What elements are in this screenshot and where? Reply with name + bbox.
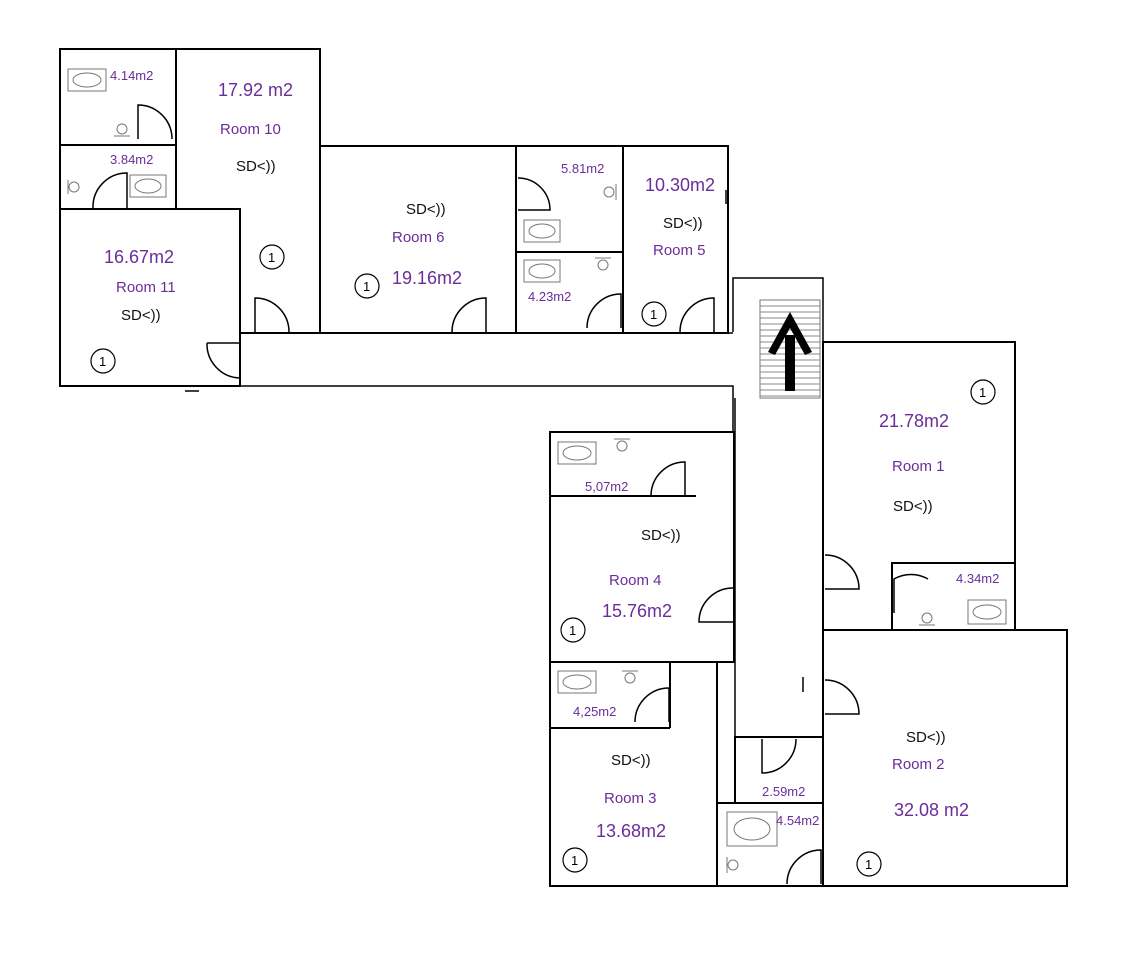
door xyxy=(824,554,860,590)
smoke-detector-label: SD<)) xyxy=(906,729,946,746)
room-area: 16.67m2 xyxy=(104,247,174,267)
room-marker: 1 xyxy=(865,857,872,872)
bath-area: 3.84m2 xyxy=(110,152,153,167)
room-name: Room 6 xyxy=(392,229,445,246)
room-4-labels: SD<)) Room 4 15.76m2 1 xyxy=(560,527,681,643)
bath-area: 5,07m2 xyxy=(585,479,628,494)
bath-area: 4,25m2 xyxy=(573,704,616,719)
room-marker: 1 xyxy=(569,623,576,638)
room-name: Room 3 xyxy=(604,790,657,807)
room-1-labels: 1 21.78m2 Room 1 SD<)) xyxy=(879,379,996,515)
door xyxy=(451,297,487,333)
door xyxy=(698,587,734,623)
door xyxy=(761,738,797,774)
fixtures xyxy=(67,68,1007,873)
room-area: 13.68m2 xyxy=(596,821,666,841)
bathtub-icon xyxy=(523,219,561,243)
bathtub-icon xyxy=(557,670,597,694)
up-arrow-icon xyxy=(768,312,812,391)
toilet-icon xyxy=(919,612,935,626)
room-11-walls xyxy=(59,208,241,387)
room-4-walls xyxy=(549,431,735,663)
room-5-walls xyxy=(622,145,729,334)
toilet-icon xyxy=(595,257,611,271)
bath-area: 4.34m2 xyxy=(956,571,999,586)
door xyxy=(206,342,241,379)
bathtub-icon xyxy=(67,68,107,92)
room-marker: 1 xyxy=(363,279,370,294)
bath-center-small-walls xyxy=(734,736,824,804)
bath-area: 2.59m2 xyxy=(762,784,805,799)
smoke-detector-label: SD<)) xyxy=(663,215,703,232)
door xyxy=(679,297,715,333)
room-name: Room 10 xyxy=(220,121,281,138)
bath-top-left-walls xyxy=(59,48,177,146)
bathtub-icon xyxy=(129,174,167,198)
smoke-detector-label: SD<)) xyxy=(641,527,681,544)
room-area: 17.92 m2 xyxy=(218,80,293,100)
room-5-labels: 10.30m2 SD<)) Room 5 1 xyxy=(641,175,715,327)
doors xyxy=(92,104,929,885)
bathtub-icon xyxy=(726,811,778,847)
room-3-labels: SD<)) Room 3 13.68m2 1 xyxy=(562,752,666,873)
smoke-detector-label: SD<)) xyxy=(893,498,933,515)
room-6-walls xyxy=(319,145,517,334)
room-name: Room 1 xyxy=(892,458,945,475)
room-marker: 1 xyxy=(99,354,106,369)
room-area: 19.16m2 xyxy=(392,268,462,288)
room-area: 32.08 m2 xyxy=(894,800,969,820)
room-area: 15.76m2 xyxy=(602,601,672,621)
door xyxy=(786,849,822,885)
room-marker: 1 xyxy=(571,853,578,868)
room-name: Room 11 xyxy=(116,279,176,296)
bathroom-labels: 4.14m2 3.84m2 5.81m2 4.23m2 5,07m2 4,25m… xyxy=(110,68,999,828)
door xyxy=(893,573,929,613)
bath-area: 4.23m2 xyxy=(528,289,571,304)
door xyxy=(824,679,860,715)
room-area: 10.30m2 xyxy=(645,175,715,195)
bathtub-icon xyxy=(557,441,597,465)
room-name: Room 2 xyxy=(892,756,945,773)
door xyxy=(137,104,173,140)
room-11-labels: 16.67m2 Room 11 SD<)) 1 xyxy=(90,247,176,374)
bathtub-icon xyxy=(523,259,561,283)
toilet-icon xyxy=(614,438,630,452)
bath-area: 5.81m2 xyxy=(561,161,604,176)
room-marker: 1 xyxy=(650,307,657,322)
bath-area: 4.54m2 xyxy=(776,813,819,828)
door xyxy=(586,293,622,329)
room-10-labels: 17.92 m2 Room 10 SD<)) 1 xyxy=(218,80,293,270)
room-2-labels: SD<)) Room 2 32.08 m2 1 xyxy=(856,729,969,877)
door xyxy=(634,687,670,723)
toilet-icon xyxy=(726,857,739,873)
corridor-wall-bottom xyxy=(240,385,734,432)
bathtub-icon xyxy=(967,599,1007,625)
bath-area: 4.14m2 xyxy=(110,68,153,83)
staircase xyxy=(759,299,821,399)
room-marker: 1 xyxy=(979,385,986,400)
toilet-icon xyxy=(67,180,80,194)
door xyxy=(92,172,128,209)
smoke-detector-label: SD<)) xyxy=(236,158,276,175)
door xyxy=(254,297,290,333)
room-name: Room 4 xyxy=(609,572,662,589)
smoke-detector-label: SD<)) xyxy=(121,307,161,324)
room-marker: 1 xyxy=(268,250,275,265)
toilet-icon xyxy=(603,184,617,200)
smoke-detector-label: SD<)) xyxy=(611,752,651,769)
door xyxy=(650,461,686,497)
toilet-icon xyxy=(114,123,130,137)
room-2-walls xyxy=(822,629,1068,887)
door xyxy=(517,177,551,211)
room-area: 21.78m2 xyxy=(879,411,949,431)
room-name: Room 5 xyxy=(653,242,706,259)
smoke-detector-label: SD<)) xyxy=(406,201,446,218)
room-6-labels: SD<)) Room 6 19.16m2 1 xyxy=(354,201,462,299)
toilet-icon xyxy=(622,670,638,684)
